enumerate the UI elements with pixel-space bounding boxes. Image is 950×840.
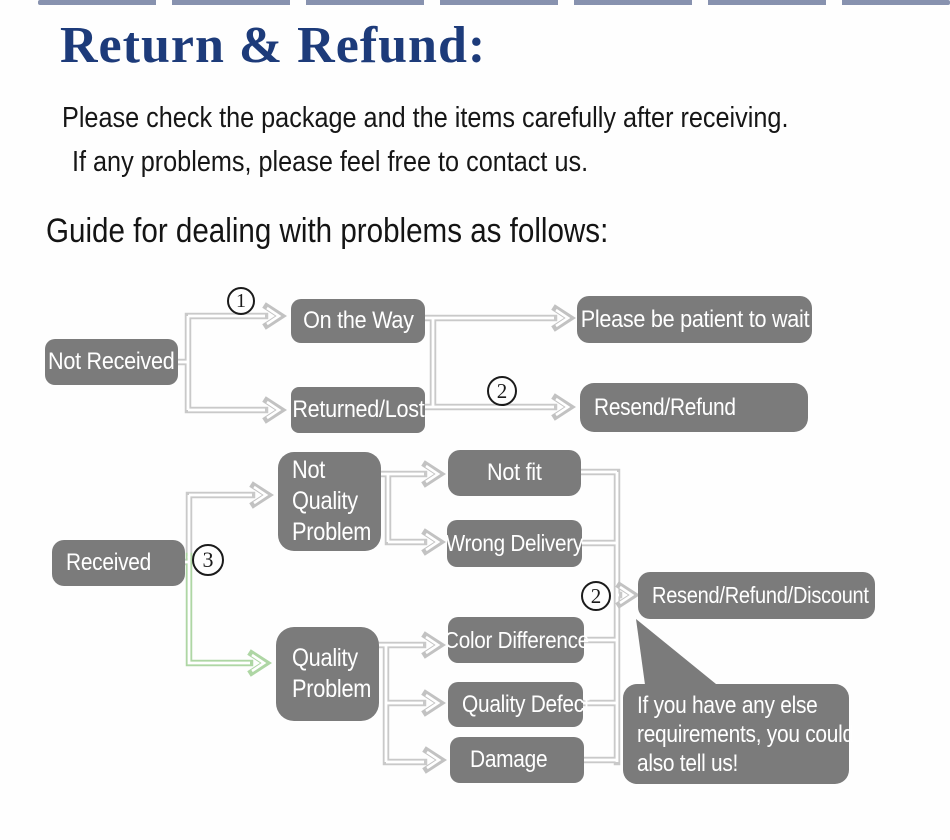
node-returned-lost: Returned/Lost	[291, 387, 425, 433]
node-received: Received	[52, 540, 185, 586]
intro-line-2: If any problems, please feel free to con…	[72, 146, 589, 178]
cropped-text-remnant	[38, 0, 950, 5]
step-2-circled-number-middle: 2	[581, 581, 611, 611]
node-not-fit: Not fit	[448, 450, 581, 496]
page-title: Return & Refund:	[60, 17, 487, 74]
step-1-circled-number: 1	[227, 287, 255, 315]
note-speech-bubble: If you have any else requirements, you c…	[623, 684, 854, 784]
node-wrong-delivery: Wrong Delivery	[446, 520, 583, 567]
speech-bubble-tail	[636, 619, 716, 692]
node-on-the-way: On the Way	[291, 299, 425, 343]
node-please-be-patient: Please be patient to wait	[577, 296, 812, 343]
node-damage: Damage	[450, 737, 584, 783]
node-quality-problem: Quality Problem	[276, 627, 379, 721]
step-2-circled-number-top: 2	[487, 376, 517, 406]
step-3-circled-number: 3	[192, 544, 224, 576]
node-quality-defect: Quality Defect	[448, 682, 590, 727]
guide-heading: Guide for dealing with problems as follo…	[46, 212, 609, 250]
node-color-difference: Color Difference	[444, 617, 589, 663]
node-resend-refund: Resend/Refund	[580, 383, 808, 432]
intro-line-1: Please check the package and the items c…	[62, 102, 789, 134]
node-not-received: Not Received	[45, 339, 178, 385]
node-resend-refund-discount: Resend/Refund/Discount	[638, 572, 875, 619]
connector-inner-highlight	[178, 314, 619, 764]
node-not-quality-problem: Not Quality Problem	[278, 452, 381, 551]
